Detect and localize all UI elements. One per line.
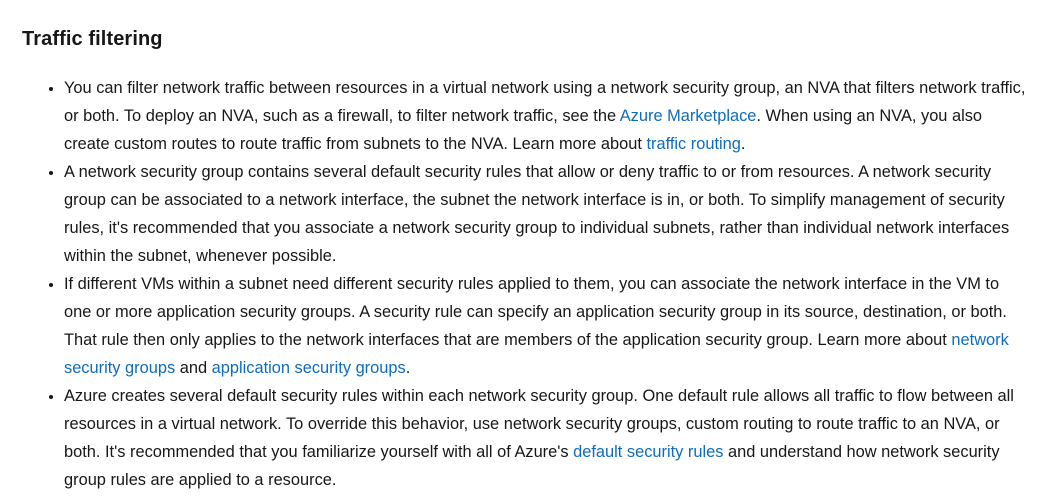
bullet-text: . When using an NVA, you also create cus… <box>64 107 983 153</box>
traffic-routing-link[interactable]: traffic routing <box>646 135 741 153</box>
bullet-text: . <box>405 359 411 377</box>
list-item: If different VMs within a subnet need di… <box>64 270 1029 382</box>
section-heading: Traffic filtering <box>22 28 163 50</box>
list-item: Azure creates several default security r… <box>64 382 1029 494</box>
list-item: A network security group contains severa… <box>64 158 1029 270</box>
default-security-rules-link[interactable]: default security rules <box>573 443 724 461</box>
list-item: You can filter network traffic between r… <box>64 74 1029 158</box>
bullet-text: If different VMs within a subnet need di… <box>64 275 1007 349</box>
network-security-groups-link[interactable]: network security groups <box>64 331 1009 377</box>
bullet-list: You can filter network traffic between r… <box>22 74 1029 494</box>
bullet-text: . <box>740 135 746 153</box>
azure-marketplace-link[interactable]: Azure Marketplace <box>619 107 757 125</box>
bullet-text: and <box>175 359 212 377</box>
bullet-text: and understand how network security grou… <box>64 443 1000 489</box>
bullet-text: A network security group contains severa… <box>64 163 1010 265</box>
bullet-text: You can filter network traffic between r… <box>64 79 1026 125</box>
application-security-groups-link[interactable]: application security groups <box>211 359 406 377</box>
bullet-text: Azure creates several default security r… <box>64 387 1014 461</box>
